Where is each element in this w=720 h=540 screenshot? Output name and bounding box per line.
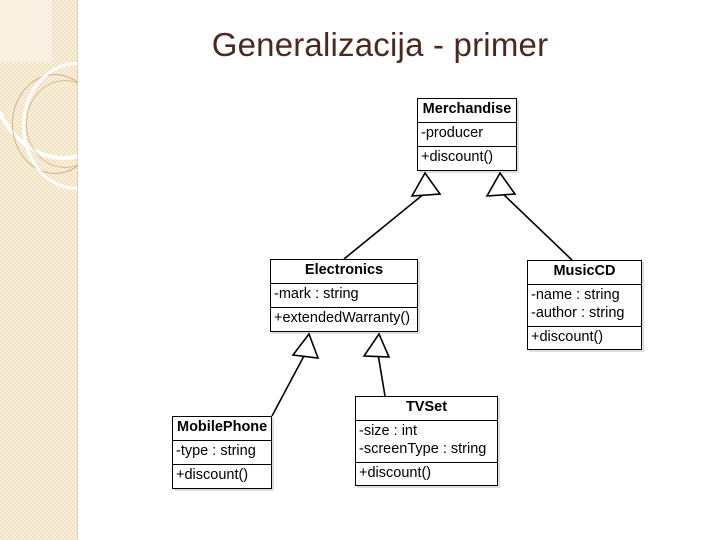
uml-class-tvset[interactable]: TVSet -size : int -screenType : string +… [355,396,498,487]
uml-operation: +discount() [359,464,432,481]
uml-operations-mobilephone: +discount() [173,465,271,488]
uml-attribute: -size : int [359,422,418,439]
uml-class-musiccd[interactable]: MusicCD -name : string -author : string … [527,260,642,351]
uml-attribute: -type : string [176,442,256,459]
uml-operation: +discount() [176,466,249,483]
uml-operations-tvset: +discount() [356,463,497,486]
uml-class-name-musiccd: MusicCD [553,263,616,279]
uml-class-name-tvset: TVSet [405,399,448,415]
sidebar-edge-line [77,0,78,540]
uml-attribute: -author : string [531,304,625,321]
uml-operations-musiccd: +discount() [528,327,641,350]
uml-class-electronics[interactable]: Electronics -mark : string +extendedWarr… [270,259,418,332]
uml-operations-electronics: +extendedWarranty() [271,308,417,331]
uml-attribute: -name : string [531,286,620,303]
slide-sidebar-decoration [0,0,78,540]
uml-attributes-mobilephone: -type : string [173,441,271,464]
uml-separator [271,306,417,308]
connector-tvset-to-electronics [377,353,386,397]
uml-separator [271,282,417,284]
uml-attributes-electronics: -mark : string [271,284,417,307]
uml-operation: +extendedWarranty() [274,309,411,326]
uml-operation: +discount() [421,148,494,165]
generalization-arrowhead-electronics-left [291,332,320,359]
uml-separator [528,325,641,327]
uml-separator [418,121,516,123]
uml-attribute: -mark : string [274,285,359,302]
uml-class-mobilephone[interactable]: MobilePhone -type : string +discount() [172,416,272,489]
uml-separator [173,463,271,465]
page-title: Generalizacija - primer [211,26,549,63]
uml-separator [173,439,271,441]
uml-attributes-musiccd: -name : string -author : string [528,285,641,326]
generalization-arrowhead-merchandise-left [410,171,442,197]
uml-attributes-tvset: -size : int -screenType : string [356,421,497,462]
uml-operation: +discount() [531,328,604,345]
uml-separator [356,419,497,421]
uml-class-name-merchandise: Merchandise [422,101,512,117]
uml-separator [528,283,641,285]
uml-class-name-mobilephone: MobilePhone [177,419,268,435]
uml-operations-merchandise: +discount() [418,147,516,170]
uml-class-name-electronics: Electronics [304,262,384,278]
uml-separator [356,461,497,463]
generalization-arrowhead-electronics-right [362,332,391,358]
connector-musiccd-to-merchandise [501,192,573,261]
uml-attribute: -producer [421,124,484,141]
connector-mobilephone-to-electronics [271,353,306,417]
uml-separator [418,145,516,147]
connector-electronics-to-merchandise [343,192,426,260]
uml-attributes-merchandise: -producer [418,123,516,146]
uml-attribute: -screenType : string [359,440,487,457]
generalization-arrowhead-merchandise-right [485,171,517,197]
uml-class-merchandise[interactable]: Merchandise -producer +discount() [417,98,517,171]
